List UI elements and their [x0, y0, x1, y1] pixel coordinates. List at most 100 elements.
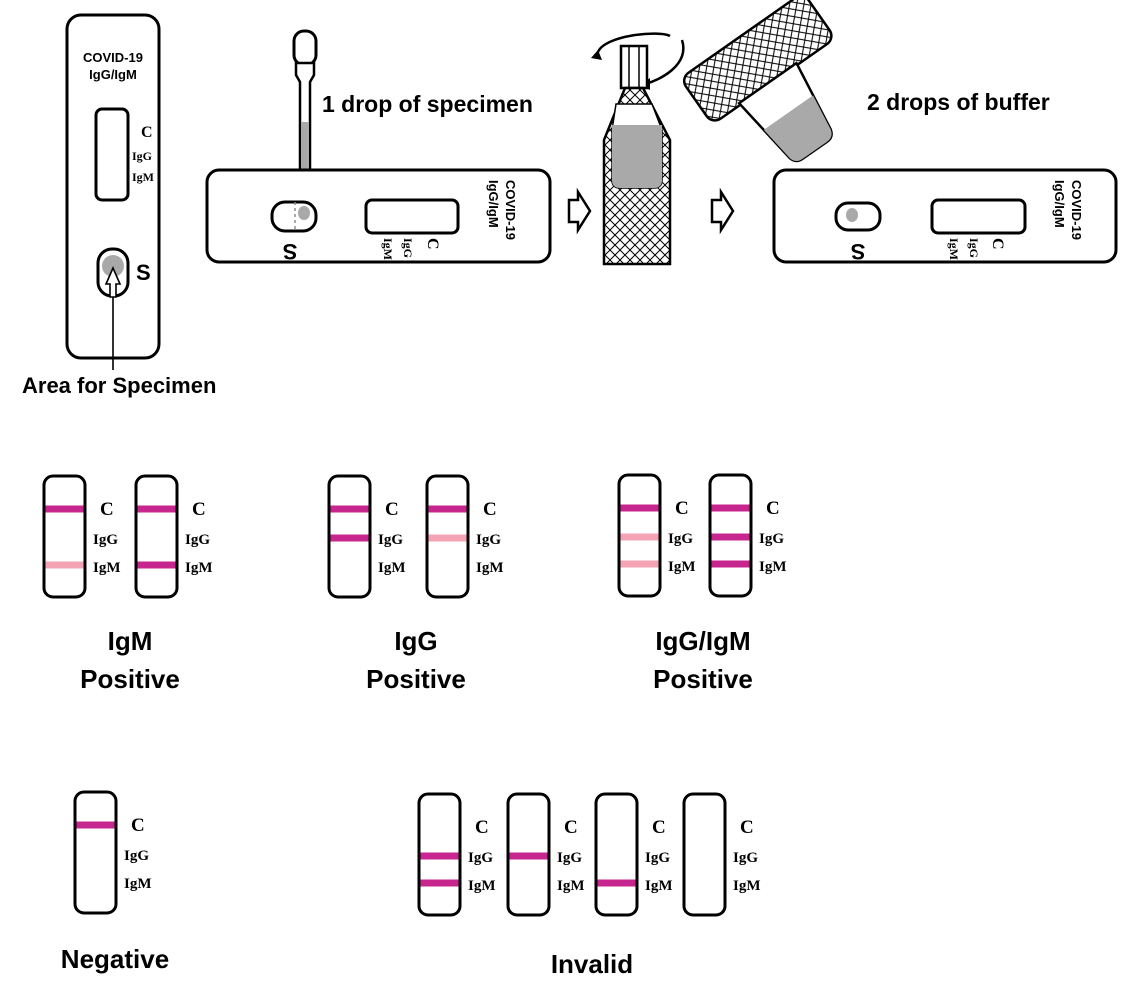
cassette-brand-line1: COVID-19 — [503, 180, 518, 240]
result-window — [364, 198, 460, 235]
cassette-label-igg: IgG — [967, 238, 981, 258]
cassette-brand-line1: COVID-19 — [83, 50, 143, 65]
step-buffer: 2 drops of buffer S C IgG IgM COVID-19 I… — [682, 0, 1118, 264]
cassette-label-igg: IgG — [132, 149, 152, 163]
test-line-c — [620, 504, 659, 512]
result-strip: C IgG IgM — [73, 790, 152, 915]
cassette-label-c: C — [424, 238, 441, 250]
strip-label-igm: IgM — [557, 878, 585, 894]
strip-window — [134, 474, 179, 599]
strip-label-c: C — [192, 499, 206, 520]
step-specimen: 1 drop of specimen S C IgG IgM COVID-19 … — [205, 29, 552, 264]
strip-label-igm: IgM — [759, 559, 787, 575]
test-line-c — [76, 821, 115, 829]
strip-label-igm: IgM — [733, 878, 761, 894]
dropper-icon — [292, 29, 318, 200]
strip-label-igm: IgM — [378, 560, 406, 576]
strip-label-igm: IgM — [668, 559, 696, 575]
buffer-vial-icon — [591, 32, 685, 266]
strip-label-c: C — [483, 499, 497, 520]
hollow-right-arrow-icon — [567, 187, 592, 235]
strip-label-c: C — [475, 817, 489, 838]
result-caption: IgG — [394, 626, 437, 656]
strip-window — [682, 792, 727, 917]
strip-window — [73, 790, 118, 915]
strip-label-igm: IgM — [124, 876, 152, 892]
cassette-label-igm: IgM — [947, 238, 961, 260]
strip-label-igg: IgG — [733, 850, 758, 866]
test-line-c — [45, 505, 84, 513]
results-panel: CIgGIgMCIgGIgMIgMPositiveCIgGIgMCIgGIgMI… — [42, 473, 787, 979]
area-for-specimen-caption: Area for Specimen — [22, 373, 216, 398]
result-caption: Negative — [61, 944, 169, 974]
cassette-brand-line1: COVID-19 — [1069, 180, 1084, 240]
test-line-igg — [428, 534, 467, 542]
test-line-igg — [330, 534, 369, 542]
strip-label-igg: IgG — [468, 850, 493, 866]
test-line-igg — [711, 533, 750, 541]
specimen-well — [270, 200, 318, 233]
hollow-right-arrow-icon — [710, 187, 735, 235]
strip-label-c: C — [766, 498, 780, 519]
cassette-brand-line2: IgG/IgM — [1052, 180, 1067, 228]
test-line-igm — [45, 561, 84, 569]
strip-label-igm: IgM — [476, 560, 504, 576]
result-caption: IgG/IgM — [655, 626, 750, 656]
cassette-label-igm: IgM — [381, 238, 395, 260]
test-line-igg — [420, 852, 459, 860]
cassette-label-c: C — [141, 124, 153, 141]
test-line-c — [137, 505, 176, 513]
test-line-c — [711, 504, 750, 512]
result-caption: Positive — [366, 664, 466, 694]
specimen-drop — [846, 208, 858, 222]
strip-label-c: C — [131, 815, 145, 836]
strip-label-igm: IgM — [645, 878, 673, 894]
result-group-negative: C IgG IgM Negative — [61, 790, 169, 974]
test-line-c — [330, 505, 369, 513]
cassette-label-c: C — [989, 238, 1006, 250]
cassette-brand-line2: IgG/IgM — [89, 67, 137, 82]
cassette-label-s: S — [136, 260, 151, 285]
cassette-label-igg: IgG — [401, 238, 415, 258]
result-caption: IgM — [108, 626, 153, 656]
test-line-igg — [620, 533, 659, 541]
test-line-igm — [597, 879, 636, 887]
horizontal-cassette-1: S C IgG IgM COVID-19 IgG/IgM — [205, 168, 552, 264]
cassette-label-s: S — [283, 239, 298, 264]
strip-label-igg: IgG — [645, 850, 670, 866]
result-strip: C IgG IgM — [417, 792, 496, 917]
result-caption: Positive — [653, 664, 753, 694]
result-caption: Positive — [80, 664, 180, 694]
strip-label-igg: IgG — [185, 532, 210, 548]
cassette-label-s: S — [851, 239, 866, 264]
result-window — [930, 198, 1027, 235]
test-line-igm — [711, 560, 750, 568]
tilted-vial-icon — [682, 0, 833, 163]
vertical-cassette: COVID-19 IgG/IgM C IgG IgM S Area for Sp… — [22, 13, 216, 398]
strip-label-igg: IgG — [124, 848, 149, 864]
result-strip: C IgG IgM — [617, 473, 696, 598]
result-caption: Invalid — [551, 949, 633, 979]
strip-label-igg: IgG — [668, 531, 693, 547]
strip-label-c: C — [564, 817, 578, 838]
strip-label-c: C — [675, 498, 689, 519]
cassette-brand-line2: IgG/IgM — [486, 180, 501, 228]
buffer-caption: 2 drops of buffer — [867, 89, 1050, 115]
strip-label-igm: IgM — [468, 878, 496, 894]
specimen-caption: 1 drop of specimen — [322, 91, 533, 117]
specimen-drop — [298, 206, 310, 220]
strip-window — [594, 792, 639, 917]
specimen-well — [834, 201, 882, 232]
strip-label-igg: IgG — [378, 532, 403, 548]
